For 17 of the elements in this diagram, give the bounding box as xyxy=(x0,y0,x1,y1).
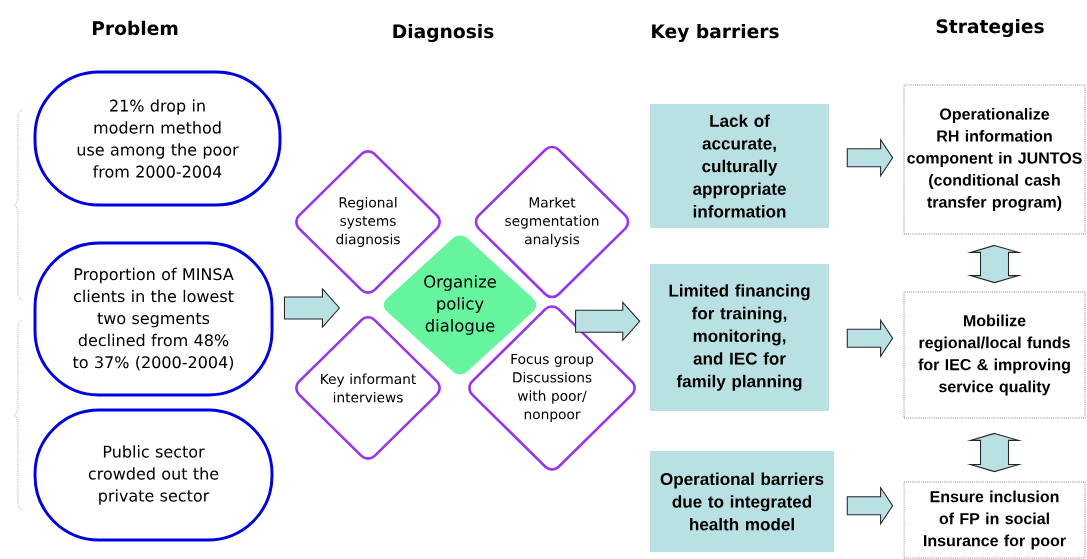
barrier-box: Operational barriers due to integrated health model xyxy=(650,451,834,552)
block-arrow xyxy=(966,244,1023,284)
block-arrow xyxy=(846,137,894,178)
strategy-box: Operationalize RH information component in JUNTOS (conditional cash transfer program) xyxy=(903,84,1086,235)
block-arrow xyxy=(283,287,341,329)
block-arrow xyxy=(846,486,894,526)
column-heading: Diagnosis xyxy=(393,23,494,43)
column-heading: Problem xyxy=(92,20,178,36)
barrier-box: Lack of accurate, culturally appropriate information xyxy=(650,104,829,228)
strategy-box: Mobilize regional/local funds for IEC & improving service quality xyxy=(903,291,1086,419)
block-arrow xyxy=(966,432,1023,473)
column-heading: Strategies xyxy=(936,18,1044,38)
block-arrow xyxy=(846,318,894,358)
strategy-box: Ensure inclusion of FP in social Insurance for poor xyxy=(903,481,1086,559)
barrier-box: Limited financing for training, monitoring, and IEC for family planning xyxy=(650,264,829,411)
block-arrow xyxy=(575,300,641,342)
column-heading: Key barriers xyxy=(652,23,779,43)
